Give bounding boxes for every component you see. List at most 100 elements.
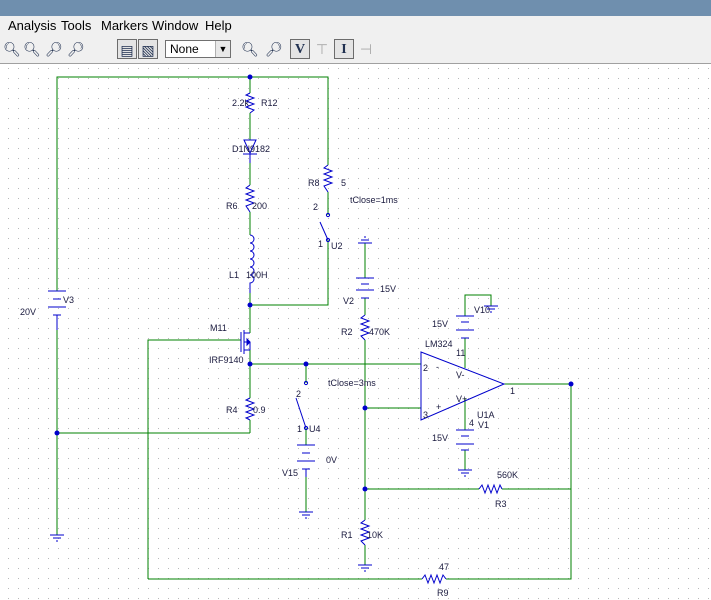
label-u2-pin2: 2	[313, 202, 318, 212]
label-u4-pin1: 1	[297, 424, 302, 434]
probe-cursor-icon[interactable]: 🔎︎	[265, 41, 283, 57]
schematic-canvas[interactable]: V3 20V 2.2k R1 2 D1N9182 R6 200 L1 100H R…	[0, 64, 711, 600]
ground-v3	[50, 534, 64, 542]
label-r12-value: 2.2k	[232, 98, 250, 108]
label-m11-part: IRF9140	[209, 355, 244, 365]
label-v3-value: 20V	[20, 307, 36, 317]
label-r1-value: 10K	[367, 530, 383, 540]
resistor-r2	[359, 314, 371, 341]
source-v3	[48, 290, 66, 330]
source-v1	[456, 429, 474, 451]
switch-u4	[295, 380, 309, 431]
resistor-r6	[244, 184, 256, 213]
label-v2-value: 15V	[380, 284, 396, 294]
voltage-differential-icon[interactable]: ⊤	[315, 41, 329, 57]
label-r8-value: 5	[341, 178, 346, 188]
label-r9-name: R9	[437, 588, 449, 598]
label-r9-value: 47	[439, 562, 449, 572]
label-v1-name: V1	[478, 420, 489, 430]
label-vplus: V+	[456, 394, 467, 404]
opamp-u1a	[420, 351, 506, 421]
component-labels: V3 20V 2.2k R1 2 D1N9182 R6 200 L1 100H R…	[20, 98, 518, 598]
label-pin11: 11	[456, 348, 465, 358]
probe-search-icon[interactable]: 🔍︎	[241, 41, 259, 57]
zoom-fit-icon[interactable]: 🔎︎	[67, 41, 85, 57]
label-v1-value: 15V	[432, 433, 448, 443]
menu-window[interactable]: Window	[152, 18, 199, 33]
junction-dots	[54, 74, 574, 492]
label-pin1: 1	[510, 386, 515, 396]
ground-v2	[358, 236, 372, 244]
menu-analysis[interactable]: Analysis	[8, 18, 57, 33]
power-probe-icon[interactable]: ⊣	[359, 41, 373, 57]
current-probe-button[interactable]: I	[334, 39, 354, 59]
ground-v10	[484, 305, 498, 313]
label-u1a-name: U1A	[477, 410, 495, 420]
zoom-out-icon[interactable]: 🔍︎	[23, 41, 41, 57]
source-v10	[456, 315, 474, 339]
resistor-r1	[359, 519, 371, 546]
label-r6-value: 200	[252, 201, 267, 211]
menu-markers[interactable]: Markers	[101, 18, 148, 33]
resistor-r8	[322, 164, 334, 193]
inductor-l1	[249, 234, 255, 293]
label-r6-name: R6	[226, 201, 238, 211]
label-u4-pin2: 2	[296, 389, 301, 399]
label-r4-name: R4	[226, 405, 238, 415]
ground-v15	[299, 511, 313, 519]
trace-select-value: None	[170, 42, 199, 56]
label-r3-name: R3	[495, 499, 507, 509]
window-titlebar-strip	[0, 0, 711, 16]
voltage-probe-button[interactable]: V	[290, 39, 310, 59]
plot-icon[interactable]: ▧	[138, 39, 158, 59]
label-l1-name: L1	[229, 270, 239, 280]
label-v10-name: V10	[474, 305, 490, 315]
menu-help[interactable]: Help	[205, 18, 232, 33]
label-u2-pin1: 1	[318, 239, 323, 249]
zoom-in-icon[interactable]: 🔍︎	[3, 41, 21, 57]
menu-tools[interactable]: Tools	[61, 18, 92, 33]
label-r2-value: 470K	[369, 327, 390, 337]
resistor-r4	[244, 397, 256, 421]
mosfet-m11	[240, 330, 251, 354]
label-r1-name: R1	[341, 530, 353, 540]
label-v15-name: V15	[282, 468, 298, 478]
label-vminus: V-	[456, 370, 465, 380]
schematic-drawing: V3 20V 2.2k R1 2 D1N9182 R6 200 L1 100H R…	[0, 64, 711, 600]
trace-select[interactable]: None ▼	[165, 40, 231, 58]
label-lm324: LM324	[425, 339, 453, 349]
label-d-name: D1N9182	[232, 144, 270, 154]
label-minus: -	[436, 362, 439, 372]
source-v2	[356, 277, 374, 299]
label-v2-name: V2	[343, 296, 354, 306]
window-icon[interactable]: ▤	[117, 39, 137, 59]
diode-d1	[243, 139, 257, 163]
label-v3-name: V3	[63, 295, 74, 305]
label-m11-name: M11	[210, 323, 227, 333]
toolbar: 🔍︎ 🔍︎ 🔎︎ 🔎︎ ▤ ▧ None ▼ 🔍︎ 🔎︎ V ⊤ I ⊣	[0, 37, 711, 64]
menu-bar: Analysis Tools Markers Window Help	[0, 16, 711, 37]
switch-u2	[319, 212, 331, 243]
label-r2-name: R2	[341, 327, 353, 337]
label-r3-value: 560K	[497, 470, 518, 480]
chevron-down-icon[interactable]: ▼	[215, 41, 230, 57]
ground-r1	[358, 564, 372, 572]
label-l1-value: 100H	[246, 270, 268, 280]
label-plus: +	[436, 402, 441, 412]
source-v15	[297, 444, 315, 477]
label-u4-name: U4	[309, 424, 321, 434]
resistor-r3	[478, 483, 503, 495]
label-pin2: 2	[423, 363, 428, 373]
label-u2-tclose: tClose=1ms	[350, 195, 398, 205]
ground-v1	[458, 469, 472, 477]
grid-dots	[0, 64, 711, 600]
label-u2-name: U2	[331, 241, 343, 251]
zoom-area-icon[interactable]: 🔎︎	[45, 41, 63, 57]
label-u4-tclose: tClose=3ms	[328, 378, 376, 388]
resistor-r9	[421, 573, 447, 585]
resistor-r12	[244, 92, 256, 114]
label-v10-value: 15V	[432, 319, 448, 329]
components	[48, 92, 506, 585]
label-pin3: 3	[423, 410, 428, 420]
label-pin4: 4	[469, 418, 474, 428]
